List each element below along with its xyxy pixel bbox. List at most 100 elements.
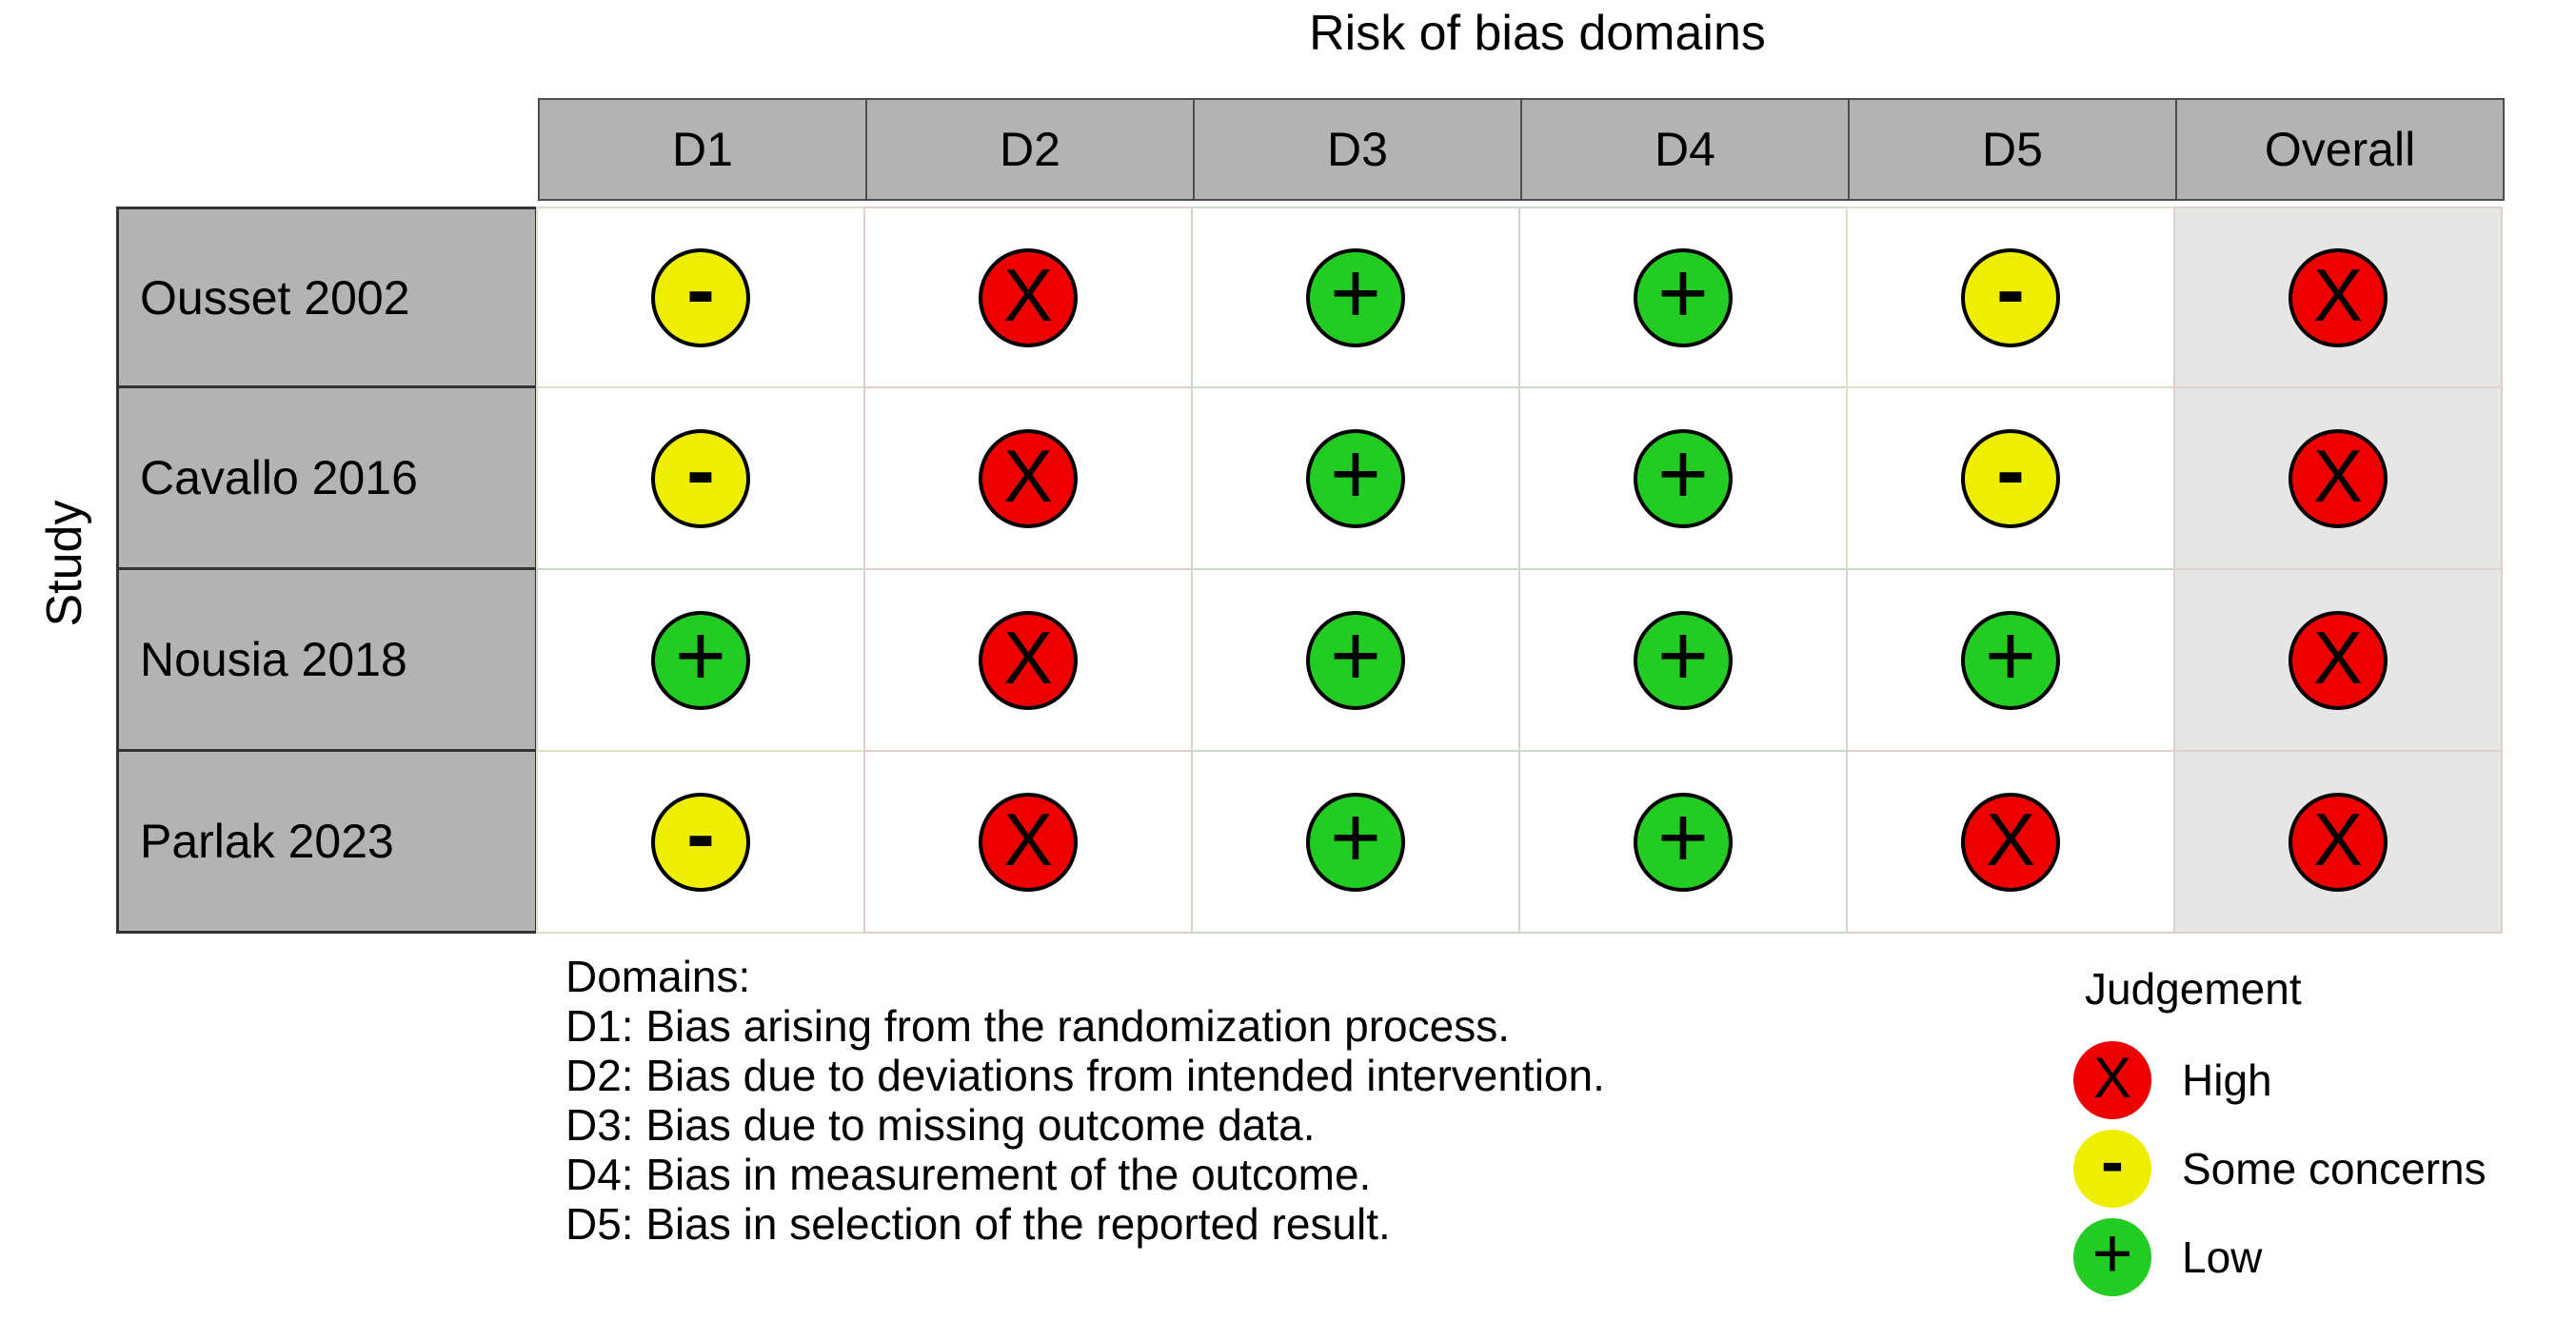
table-row: Nousia 2018 + X + + + X (116, 567, 2503, 752)
legend-low-icon: + (2073, 1217, 2151, 1296)
page-title: Risk of bias domains (1309, 6, 1766, 61)
domains-caption-line-d1: D1: Bias arising from the randomization … (565, 1001, 1510, 1051)
domains-caption: Domains: D1: Bias arising from the rando… (565, 952, 1605, 1249)
column-header-d3[interactable]: D3 (1193, 98, 1522, 201)
judgement-cell-d3[interactable]: + (1191, 568, 1520, 752)
column-header-label: D2 (1000, 123, 1060, 176)
judgement-low-icon: + (651, 606, 750, 710)
judgement-glyph: - (686, 786, 715, 882)
study-label: Ousset 2002 (140, 270, 410, 325)
judgement-glyph: X (1002, 252, 1054, 337)
column-header-d1[interactable]: D1 (538, 98, 867, 201)
judgement-cell-d1[interactable]: - (536, 386, 865, 570)
judgement-glyph: X (2312, 797, 2364, 881)
judgement-some-concerns-icon: - (1961, 423, 2060, 528)
judgement-cell-overall[interactable]: X (2173, 568, 2503, 752)
judgement-cell-d4[interactable]: + (1518, 750, 1848, 934)
domains-caption-line-d3: D3: Bias due to missing outcome data. (565, 1100, 1316, 1150)
judgement-cell-d3[interactable]: + (1191, 207, 1520, 388)
legend-item-label: Low (2182, 1232, 2263, 1282)
judgement-cell-d4[interactable]: + (1518, 568, 1848, 752)
domains-caption-heading: Domains: (565, 952, 751, 1001)
study-label: Parlak 2023 (140, 815, 394, 868)
judgement-low-icon: + (1961, 606, 2060, 710)
judgement-cell-d5[interactable]: + (1846, 568, 2175, 752)
study-label-cell[interactable]: Cavallo 2016 (116, 385, 538, 570)
judgement-low-icon: + (1306, 247, 1405, 347)
column-header-label: Overall (2264, 123, 2416, 176)
legend-items: X High - Some concerns + Low (2073, 1035, 2487, 1301)
judgement-cell-d2[interactable]: X (863, 750, 1193, 934)
judgement-glyph: + (1657, 244, 1709, 342)
table-row: Cavallo 2016 - X + + - X (116, 385, 2503, 570)
column-header-label: D3 (1327, 123, 1388, 176)
judgement-cell-d2[interactable]: X (863, 207, 1193, 388)
legend-high-icon: X (2073, 1040, 2151, 1119)
legend-item-some-concerns[interactable]: - Some concerns (2073, 1124, 2487, 1212)
judgement-glyph: X (2312, 615, 2364, 700)
column-header-d5[interactable]: D5 (1848, 98, 2177, 201)
judgement-high-icon: X (1961, 792, 2060, 892)
judgement-glyph: + (1985, 606, 2036, 704)
judgement-cell-d3[interactable]: + (1191, 386, 1520, 570)
judgement-glyph: + (675, 606, 726, 704)
judgement-cell-d1[interactable]: - (536, 207, 865, 388)
judgement-cell-overall[interactable]: X (2173, 750, 2503, 934)
legend-item-low[interactable]: + Low (2073, 1212, 2487, 1301)
judgement-cell-d3[interactable]: + (1191, 750, 1520, 934)
judgement-glyph: + (1657, 606, 1709, 704)
column-header-overall[interactable]: Overall (2175, 98, 2505, 201)
legend-item-high[interactable]: X High (2073, 1035, 2487, 1124)
legend-item-label: High (2182, 1054, 2272, 1105)
legend-item-label: Some concerns (2182, 1143, 2487, 1193)
judgement-cell-d1[interactable]: + (536, 568, 865, 752)
judgement-cell-d4[interactable]: + (1518, 207, 1848, 388)
column-header-d2[interactable]: D2 (865, 98, 1195, 201)
judgement-glyph: + (1330, 424, 1381, 522)
judgement-glyph: X (1985, 797, 2036, 881)
judgement-some-concerns-icon: - (651, 242, 750, 347)
judgement-glyph: + (1657, 424, 1709, 522)
judgement-glyph: + (1330, 606, 1381, 704)
judgement-glyph: - (1996, 242, 2025, 338)
domains-caption-line-d4: D4: Bias in measurement of the outcome. (565, 1150, 1372, 1199)
judgement-cell-overall[interactable]: X (2173, 207, 2503, 388)
legend-title: Judgement (2085, 964, 2302, 1014)
judgement-cell-d1[interactable]: - (536, 750, 865, 934)
judgement-low-icon: + (1306, 424, 1405, 528)
study-label-cell[interactable]: Ousset 2002 (116, 207, 538, 388)
judgement-glyph: X (1002, 797, 1054, 881)
judgement-cell-overall[interactable]: X (2173, 386, 2503, 570)
judgement-glyph: X (2312, 252, 2364, 337)
legend-glyph: - (2101, 1123, 2124, 1200)
legend: Judgement X High - Some concerns + Low (2073, 963, 2487, 1301)
judgement-glyph: - (1996, 423, 2025, 519)
domains-caption-line-d5: D5: Bias in selection of the reported re… (565, 1199, 1391, 1249)
judgement-cell-d2[interactable]: X (863, 568, 1193, 752)
judgement-low-icon: + (1634, 792, 1733, 892)
study-label: Cavallo 2016 (140, 451, 418, 504)
judgement-cell-d5[interactable]: - (1846, 207, 2175, 388)
judgement-cell-d2[interactable]: X (863, 386, 1193, 570)
judgement-high-icon: X (979, 610, 1078, 710)
judgement-high-icon: X (2289, 247, 2388, 347)
legend-some-concerns-icon: - (2073, 1123, 2151, 1208)
judgement-glyph: - (686, 242, 715, 338)
judgement-glyph: + (1330, 788, 1381, 886)
domains-caption-line-d2: D2: Bias due to deviations from intended… (565, 1051, 1605, 1100)
study-label: Nousia 2018 (140, 633, 407, 686)
study-label-cell[interactable]: Parlak 2023 (116, 749, 538, 934)
column-header-label: D1 (672, 123, 733, 176)
column-header-d4[interactable]: D4 (1520, 98, 1850, 201)
y-axis-label: Study (37, 500, 92, 627)
judgement-cell-d5[interactable]: X (1846, 750, 2175, 934)
judgement-cell-d4[interactable]: + (1518, 386, 1848, 570)
study-label-cell[interactable]: Nousia 2018 (116, 567, 538, 752)
judgement-cell-d5[interactable]: - (1846, 386, 2175, 570)
judgement-high-icon: X (979, 428, 1078, 528)
judgement-high-icon: X (2289, 428, 2388, 528)
judgement-low-icon: + (1634, 244, 1733, 347)
judgement-glyph: X (1002, 433, 1054, 518)
